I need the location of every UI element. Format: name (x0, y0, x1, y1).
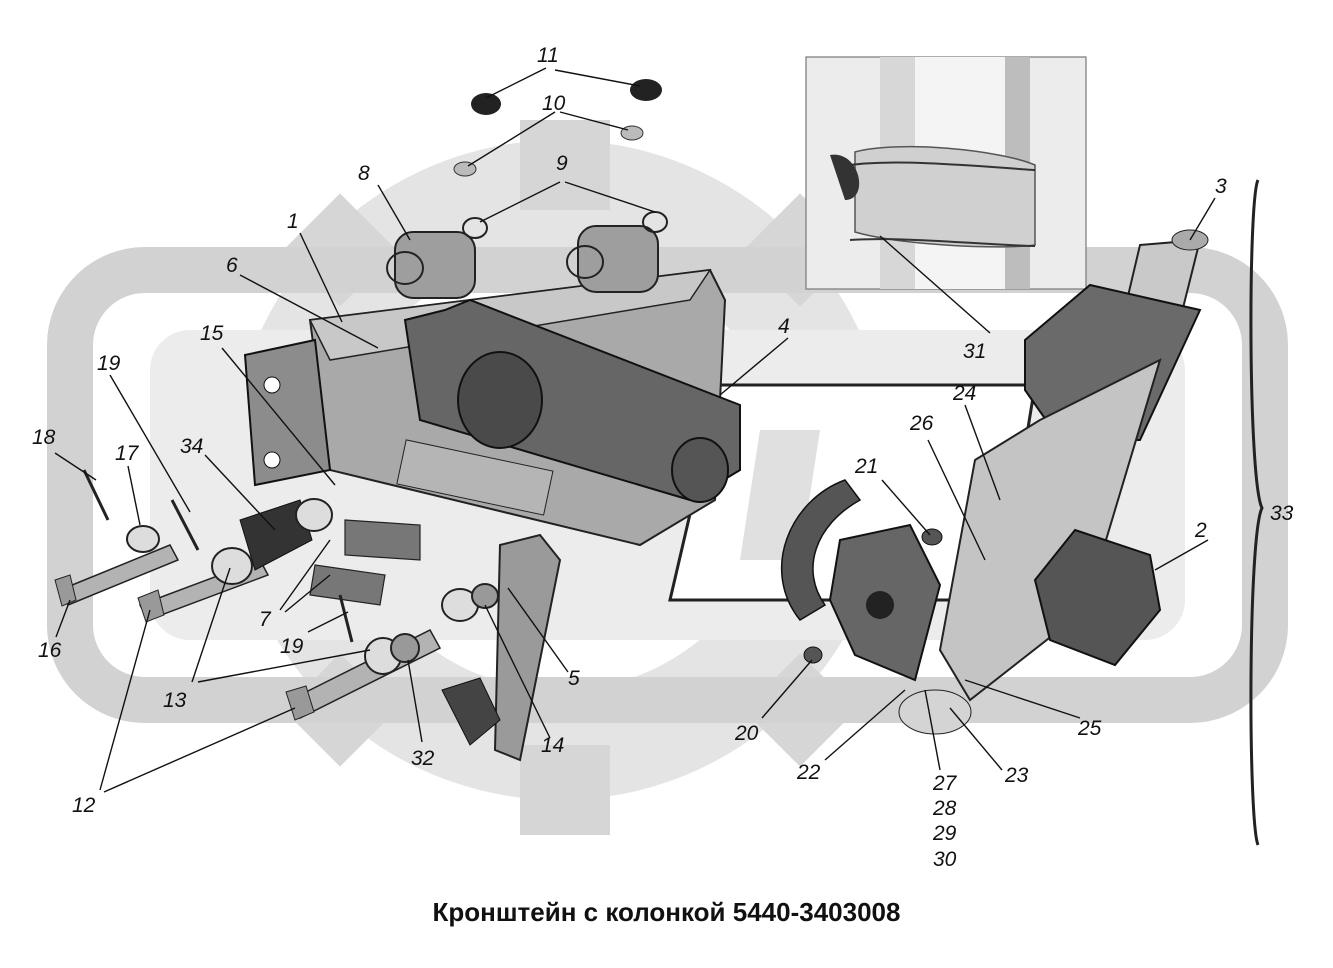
callout-18: 18 (32, 426, 56, 449)
callout-16: 16 (38, 639, 62, 662)
detail-inset (805, 56, 1087, 290)
callout-10: 10 (542, 92, 566, 115)
callout-34: 34 (180, 435, 203, 458)
callout-29: 29 (932, 822, 957, 845)
callout-31: 31 (963, 340, 986, 363)
callout-13: 13 (163, 689, 187, 712)
callout-6: 6 (226, 254, 238, 277)
leader-lines (54, 67, 1216, 793)
callout-22: 22 (796, 761, 821, 784)
callout-19-top: 19 (97, 352, 121, 375)
callout-2: 2 (1194, 519, 1207, 542)
callout-1: 1 (287, 210, 299, 233)
callout-20: 20 (734, 722, 759, 745)
callout-14: 14 (541, 734, 564, 757)
callout-21: 21 (854, 455, 878, 478)
callout-labels: 1 2 3 4 5 6 7 8 9 10 11 12 13 14 15 16 1… (32, 44, 1294, 871)
top-fasteners (453, 79, 662, 177)
callout-7: 7 (259, 608, 272, 631)
callout-8: 8 (358, 162, 370, 185)
callout-28: 28 (932, 797, 957, 820)
callout-26: 26 (909, 412, 934, 435)
diagram-caption: Кронштейн с колонкой 5440-3403008 (432, 897, 901, 927)
callout-19-bottom: 19 (280, 635, 304, 658)
callout-25: 25 (1077, 717, 1102, 740)
callout-33: 33 (1270, 502, 1294, 525)
callout-3: 3 (1215, 175, 1227, 198)
callout-5: 5 (568, 667, 580, 690)
callout-15: 15 (200, 322, 224, 345)
steering-column-assembly (780, 179, 1264, 846)
callout-27: 27 (932, 772, 958, 795)
callout-11: 11 (537, 44, 559, 67)
callout-9: 9 (556, 152, 568, 175)
callout-23: 23 (1004, 764, 1029, 787)
bracket-assembly (243, 211, 741, 762)
left-fasteners (54, 469, 501, 746)
callout-24: 24 (952, 382, 976, 405)
callout-12: 12 (72, 794, 96, 817)
callout-4: 4 (778, 315, 790, 338)
callout-30: 30 (933, 848, 957, 871)
callout-17: 17 (115, 442, 140, 465)
callout-32: 32 (411, 747, 435, 770)
